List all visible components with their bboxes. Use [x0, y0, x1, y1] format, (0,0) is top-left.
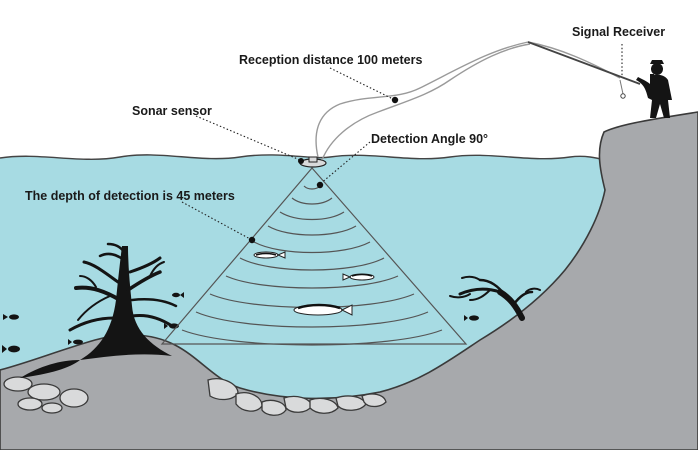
rocks-left: [3, 376, 89, 414]
label-detection-angle: Detection Angle 90°: [371, 132, 488, 146]
label-depth-of-detection: The depth of detection is 45 meters: [25, 189, 235, 203]
fishing-rod-icon: [527, 41, 641, 85]
callouts: [181, 44, 623, 244]
dead-tree-icon: [20, 242, 178, 378]
water-surface: [0, 154, 606, 161]
fish-icon-3: [293, 303, 353, 316]
rocks-bottom: [207, 378, 387, 416]
label-reception-distance: Reception distance 100 meters: [239, 53, 422, 67]
dead-tree-icon-right: [449, 275, 541, 321]
detected-fish: [253, 251, 375, 316]
fisherman-icon: [636, 60, 672, 118]
signal-cable: [315, 41, 621, 158]
label-signal-receiver: Signal Receiver: [572, 25, 665, 39]
fish-icon: [2, 292, 479, 353]
fish-icon-1: [253, 251, 286, 259]
fish-icon-2: [342, 273, 375, 281]
label-sonar-sensor: Sonar sensor: [132, 104, 212, 118]
